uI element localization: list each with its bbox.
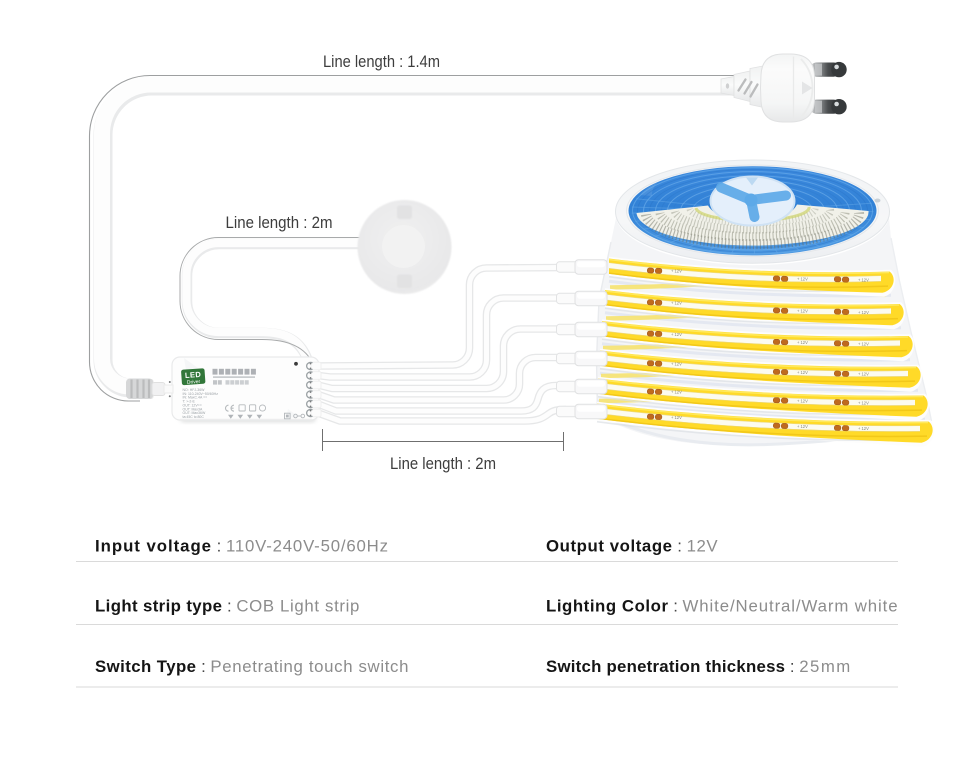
- svg-text:LED: LED: [185, 370, 202, 380]
- svg-text:+ 12V: + 12V: [671, 390, 682, 395]
- svg-text:Line length : 1.4m: Line length : 1.4m: [323, 52, 440, 71]
- svg-text:OUT: Max36W: OUT: Max36W: [183, 411, 206, 415]
- svg-text:NO: HFJ-36W: NO: HFJ-36W: [183, 388, 206, 392]
- svg-text:+ 12V: + 12V: [671, 332, 682, 337]
- svg-text:Input voltage : 110V-240V-50/6: Input voltage : 110V-240V-50/60Hz: [95, 537, 388, 556]
- svg-text:Line length : 2m: Line length : 2m: [390, 454, 496, 473]
- svg-text:+ 12V: + 12V: [797, 309, 808, 314]
- svg-text:+ 12V: + 12V: [797, 370, 808, 375]
- svg-text:Output voltage : 12V: Output voltage : 12V: [546, 537, 718, 556]
- svg-text:+ 12V: + 12V: [671, 415, 682, 420]
- svg-text:+ 12V: + 12V: [858, 277, 869, 282]
- svg-text:Light strip type : COB Light s: Light strip type : COB Light strip: [95, 597, 359, 616]
- svg-text:+ 12V: + 12V: [858, 310, 869, 315]
- svg-text:Switch penetration thickness :: Switch penetration thickness : 25mm: [546, 657, 850, 676]
- svg-text:Driver: Driver: [187, 379, 201, 386]
- svg-text:+ 12V: + 12V: [797, 398, 808, 403]
- svg-text:+ 12V: + 12V: [858, 372, 869, 377]
- svg-text:+ 12V: + 12V: [797, 424, 808, 429]
- svg-text:+ 12V: + 12V: [858, 426, 869, 431]
- svg-text:+ 12V: + 12V: [671, 361, 682, 366]
- svg-text:Lighting Color : White/Neutral: Lighting Color : White/Neutral/Warm whit…: [546, 597, 898, 616]
- svg-text:+ 12V: + 12V: [797, 340, 808, 345]
- svg-text:+ 12V: + 12V: [858, 342, 869, 347]
- svg-text:+ 12V: + 12V: [858, 400, 869, 405]
- svg-text:OUT: Max3A: OUT: Max3A: [183, 407, 204, 411]
- svg-text:+ 12V: + 12V: [671, 269, 682, 274]
- svg-text:IN: 110-240V~50/60Hz: IN: 110-240V~50/60Hz: [183, 392, 219, 396]
- svg-text:Line length : 2m: Line length : 2m: [226, 213, 333, 232]
- svg-text:+ 12V: + 12V: [671, 300, 682, 305]
- svg-text:ta:45C tc:80C: ta:45C tc:80C: [183, 415, 205, 419]
- svg-text:T: >-2-E: T: >-2-E: [183, 400, 196, 404]
- svg-text:+ 12V: + 12V: [797, 277, 808, 282]
- svg-text:IN: MaxC.4A ==: IN: MaxC.4A ==: [183, 396, 208, 400]
- svg-text:OUT: 12V==: OUT: 12V==: [183, 403, 202, 407]
- svg-text:Switch Type : Penetrating touc: Switch Type : Penetrating touch switch: [95, 657, 408, 676]
